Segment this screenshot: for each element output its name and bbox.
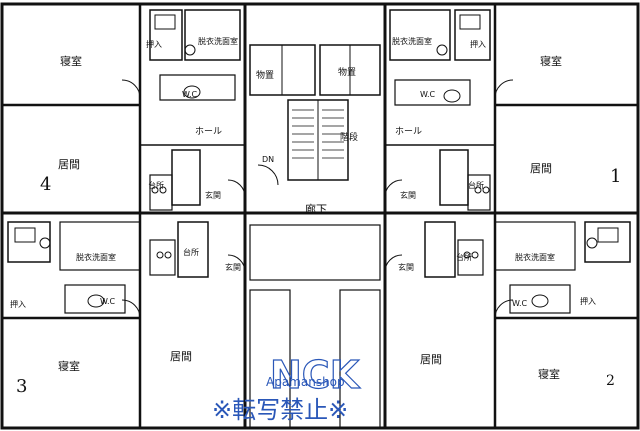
- dn-label: DN: [262, 155, 274, 164]
- unit-2-number: 2: [606, 373, 615, 389]
- unit-3-living-label: 居間: [170, 350, 192, 363]
- unit-2-bedroom-label: 寝室: [538, 367, 560, 381]
- stairs-label: 階段: [340, 131, 358, 143]
- unit-2-wc-label: W.C: [512, 299, 528, 308]
- unit-3-closet-label: 押入: [10, 299, 26, 309]
- door-swings: [121, 79, 514, 319]
- unit-2-closet-label: 押入: [580, 296, 596, 306]
- unit-2-kitchen-label: 台所: [456, 252, 472, 262]
- unit-4-closet-label: 押入: [146, 39, 162, 49]
- unit-3-entrance-label: 玄関: [225, 262, 241, 272]
- corridor-label: 廊下: [305, 202, 327, 216]
- unit-3-number: 3: [16, 376, 27, 397]
- unit-3-kitchen-label: 台所: [183, 247, 199, 257]
- unit-1-entrance-label: 玄関: [400, 190, 416, 200]
- unit-1-closet-label: 押入: [470, 39, 486, 49]
- watermark-brand: Apamanshop: [266, 375, 345, 389]
- storage-right-label: 物置: [338, 66, 356, 78]
- unit-4-hall-label: ホール: [195, 126, 222, 137]
- unit-1-number: 1: [610, 166, 621, 187]
- watermark-logo: NCK: [270, 353, 361, 397]
- unit-1-living-label: 居間: [530, 162, 552, 175]
- unit-2: 寝室 居間 2 押入 脱衣洗面室 W.C 台所 玄関: [398, 252, 615, 389]
- unit-1: 寝室 居間 1 押入 脱衣洗面室 W.C ホール 台所 玄関: [392, 36, 621, 200]
- unit-4-wc-label: W.C: [182, 90, 198, 99]
- unit-2-living-label: 居間: [420, 353, 442, 366]
- unit-1-bedroom-label: 寝室: [540, 54, 562, 68]
- unit-4-kitchen-label: 台所: [148, 180, 164, 190]
- unit-1-wc-label: W.C: [420, 90, 436, 99]
- unit-4-number: 4: [40, 174, 51, 195]
- unit-2-washroom-label: 脱衣洗面室: [515, 252, 555, 262]
- unit-4-entrance-label: 玄関: [205, 190, 221, 200]
- unit-2-entrance-label: 玄関: [398, 262, 414, 272]
- unit-3: 寝室 居間 3 押入 脱衣洗面室 W.C 台所 玄関: [10, 247, 241, 397]
- unit-1-washroom-label: 脱衣洗面室: [392, 36, 432, 46]
- unit-4: 寝室 居間 4 押入 脱衣洗面室 W.C ホール 台所 玄関: [40, 36, 238, 200]
- unit-4-bedroom-label: 寝室: [60, 54, 82, 68]
- unit-3-washroom-label: 脱衣洗面室: [76, 252, 116, 262]
- unit-4-washroom-label: 脱衣洗面室: [198, 36, 238, 46]
- common-area: 物置 物置 階段 廊下 DN: [256, 66, 358, 216]
- unit-3-bedroom-label: 寝室: [58, 359, 80, 373]
- watermark-notice: ※転写禁止※: [212, 396, 348, 424]
- fixtures: [14, 14, 619, 308]
- unit-1-hall-label: ホール: [395, 126, 422, 137]
- storage-left-label: 物置: [256, 69, 274, 81]
- unit-4-living-label: 居間: [58, 158, 80, 171]
- watermark: NCK Apamanshop ※転写禁止※: [212, 352, 361, 424]
- unit-1-kitchen-label: 台所: [468, 180, 484, 190]
- unit-3-wc-label: W.C: [100, 297, 116, 306]
